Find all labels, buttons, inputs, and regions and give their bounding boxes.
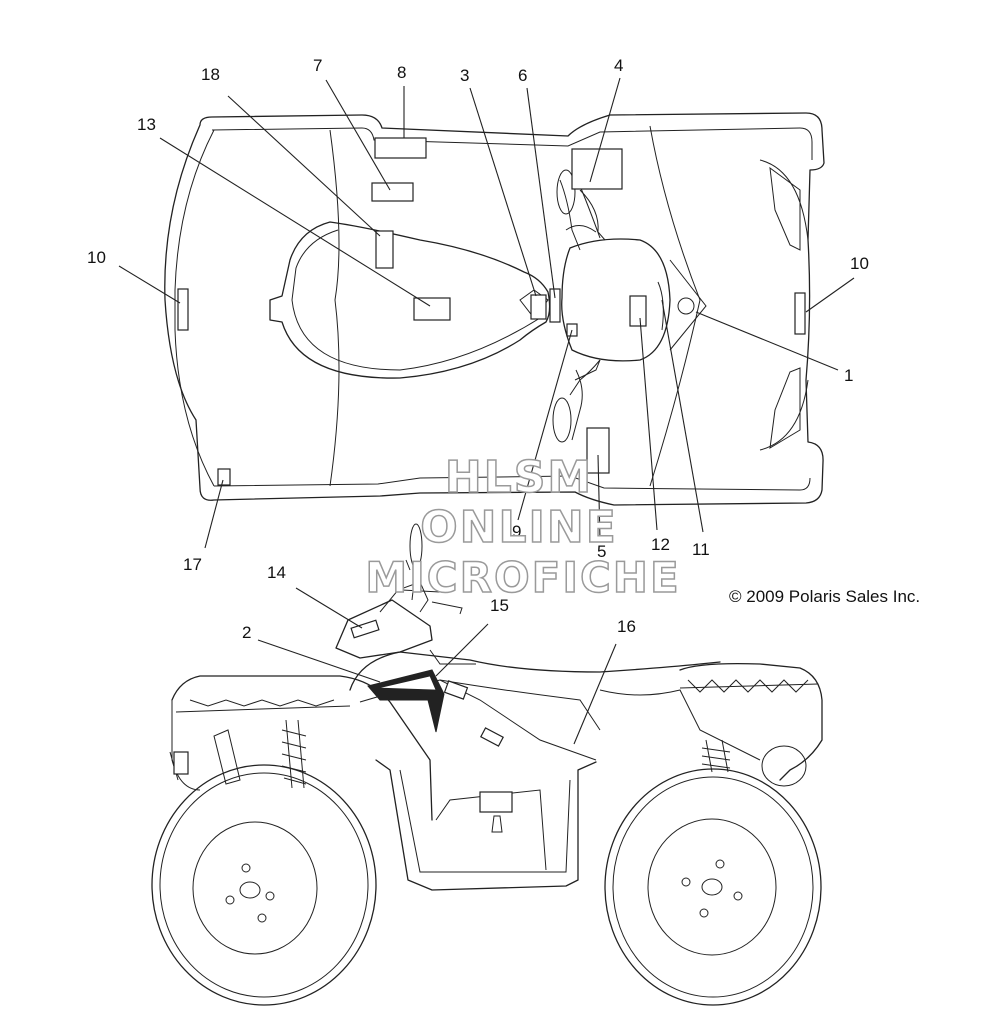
callout-10-rear: 10 <box>87 248 106 267</box>
watermark-line-1: HLSM <box>445 452 593 503</box>
callout-4: 4 <box>614 56 623 75</box>
watermark: HLSM ONLINE MICROFICHE <box>365 451 680 603</box>
callout-8: 8 <box>397 63 406 82</box>
callout-15: 15 <box>490 596 509 615</box>
copyright-text: © 2009 Polaris Sales Inc. <box>729 587 920 606</box>
callout-18: 18 <box>201 65 220 84</box>
callout-12: 12 <box>651 535 670 554</box>
callout-2: 2 <box>242 623 251 642</box>
decal-7-plate <box>371 182 414 202</box>
decal-14-plate <box>350 619 380 639</box>
watermark-line-2: ONLINE <box>420 502 618 553</box>
callout-16: 16 <box>617 617 636 636</box>
decal-4-plate <box>571 148 623 190</box>
decal-8-plate <box>374 137 427 159</box>
atv-side-view <box>151 523 823 1006</box>
callout-13: 13 <box>137 115 156 134</box>
decal-12-plate <box>629 295 647 327</box>
decal-10-front-plate <box>794 292 806 335</box>
decal-3-plate <box>530 294 547 320</box>
callout-10-front: 10 <box>850 254 869 273</box>
decal-10-rear-plate <box>177 288 189 331</box>
decal-17-plate <box>217 468 231 486</box>
atv-top-view <box>164 112 825 506</box>
callout-5: 5 <box>597 542 606 561</box>
callout-14: 14 <box>267 563 286 582</box>
decal-13-plate <box>413 297 451 321</box>
callout-17: 17 <box>183 555 202 574</box>
leader-lines <box>118 77 855 745</box>
callout-3: 3 <box>460 66 469 85</box>
callout-1: 1 <box>844 366 853 385</box>
callouts: 8 7 18 13 10 17 3 6 4 10 1 11 12 5 9 14 … <box>87 56 869 642</box>
decal-18-plate <box>375 230 394 269</box>
decal-6-plate <box>549 288 561 323</box>
callout-6: 6 <box>518 66 527 85</box>
callout-11: 11 <box>692 540 710 559</box>
callout-9: 9 <box>512 522 521 541</box>
callout-7: 7 <box>313 56 322 75</box>
watermark-line-3: MICROFICHE <box>365 553 680 602</box>
